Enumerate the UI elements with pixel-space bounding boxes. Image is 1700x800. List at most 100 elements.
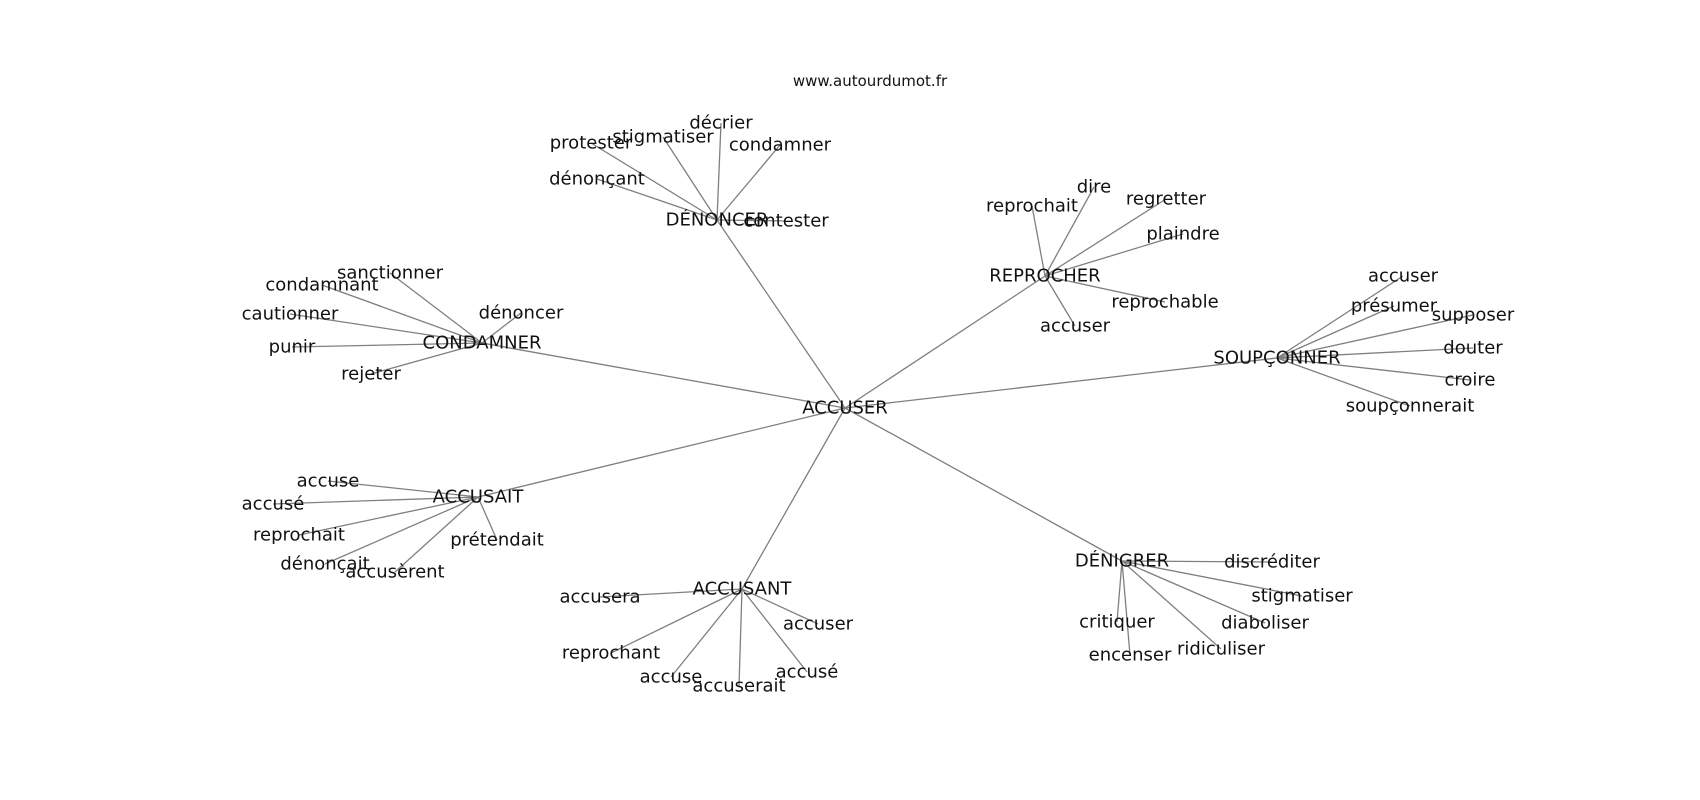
edge-accusait-denoncait (324, 496, 479, 565)
edge-accusait-accuserent (394, 496, 479, 573)
leaf-node-reprochable[interactable]: reprochable (1111, 292, 1218, 313)
edge-accusant-accuser (741, 588, 819, 625)
leaf-node-pretendait[interactable]: prétendait (450, 530, 544, 551)
leaf-node-accuse[interactable]: accuse (297, 471, 360, 492)
edge-reprocher-reprochait (1031, 205, 1046, 277)
leaf-node-accuserait[interactable]: accuserait (692, 676, 785, 697)
leaf-node-accuser[interactable]: accuser (783, 614, 854, 635)
leaf-node-accuserent[interactable]: accusèrent (345, 562, 444, 583)
edge-accusant-accuse (741, 588, 808, 673)
edge-accusait-reprochait (298, 496, 479, 536)
edge-soupconner-croire (1276, 357, 1471, 381)
leaf-node-denoncer[interactable]: dénoncer (479, 303, 564, 324)
leaf-node-cautionner[interactable]: cautionner (242, 304, 339, 325)
leaf-node-accuser[interactable]: accuser (1040, 316, 1111, 337)
leaf-node-reprochait[interactable]: reprochait (253, 525, 345, 546)
hub-node-soupconner[interactable]: SOUPÇONNER (1213, 348, 1340, 369)
leaf-node-accuse[interactable]: accuse (640, 667, 703, 688)
leaf-node-reprochant[interactable]: reprochant (562, 643, 660, 664)
edge-soupconner-accuser (1276, 275, 1404, 359)
hub-node-accusant[interactable]: ACCUSANT (693, 579, 793, 600)
leaf-node-stigmatiser[interactable]: stigmatiser (1251, 586, 1353, 607)
edge-root-denigrer (844, 407, 1123, 562)
edge-condamner-denoncer (481, 312, 522, 344)
edge-denoncer-stigmatiser (662, 136, 718, 221)
edge-denoncer-protester (590, 142, 718, 221)
edge-denigrer-encenser (1121, 560, 1131, 656)
hub-node-condamner[interactable]: CONDAMNER (423, 333, 542, 354)
edge-accusait-accuse (272, 496, 479, 505)
edge-accusant-reprochant (610, 588, 743, 654)
edge-condamner-sanctionner (389, 272, 483, 344)
edge-denoncer-denoncant (596, 178, 718, 221)
edge-reprocher-reprochable (1044, 275, 1166, 303)
hub-node-reprocher[interactable]: REPROCHER (989, 266, 1100, 287)
leaf-node-supposer[interactable]: supposer (1432, 305, 1515, 326)
leaf-node-critiquer[interactable]: critiquer (1079, 612, 1155, 633)
leaf-node-accuse[interactable]: accusé (242, 494, 305, 515)
edge-root-condamner (481, 342, 846, 409)
edge-soupconner-douter (1276, 347, 1474, 359)
leaf-node-presumer[interactable]: présumer (1351, 296, 1438, 317)
leaf-node-encenser[interactable]: encenser (1089, 645, 1172, 666)
leaf-node-sanctionner[interactable]: sanctionner (337, 263, 444, 284)
edge-accusait-pretendait (477, 496, 498, 541)
leaf-node-condamner[interactable]: condamner (729, 135, 832, 156)
leaf-node-accusera[interactable]: accusera (559, 587, 640, 608)
edge-denigrer-diaboliser (1121, 560, 1266, 624)
edge-reprocher-accuser (1044, 275, 1076, 327)
edge-soupconner-supposer (1276, 314, 1474, 359)
leaf-node-soupconnerait[interactable]: soupçonnerait (1346, 396, 1475, 417)
edge-reprocher-dire (1044, 186, 1095, 277)
leaf-node-rejeter[interactable]: rejeter (341, 364, 401, 385)
hub-node-denigrer[interactable]: DÉNIGRER (1075, 550, 1169, 572)
edge-denigrer-critiquer (1116, 560, 1123, 623)
edge-soupconner-presumer (1276, 305, 1395, 359)
leaf-node-condamnant[interactable]: condamnant (265, 275, 378, 296)
hub-node-accusait[interactable]: ACCUSAIT (433, 487, 525, 508)
leaf-node-croire[interactable]: croire (1445, 370, 1496, 391)
leaf-node-ridiculiser[interactable]: ridiculiser (1177, 639, 1266, 660)
edge-condamner-rejeter (370, 342, 483, 375)
leaf-node-regretter[interactable]: regretter (1126, 189, 1207, 210)
edge-denoncer-contester (716, 219, 787, 222)
edge-root-accusait (477, 407, 846, 498)
leaf-node-protester[interactable]: protester (550, 133, 633, 154)
leaf-node-accuse[interactable]: accusé (776, 662, 839, 683)
leaf-node-accuser[interactable]: accuser (1368, 266, 1439, 287)
edge-denigrer-stigmatiser (1121, 560, 1303, 597)
edge-accusant-accuserait (738, 588, 743, 687)
edge-denoncer-condamner (716, 144, 781, 221)
leaf-node-douter[interactable]: douter (1443, 338, 1503, 359)
edge-root-soupconner (844, 357, 1278, 409)
edge-condamner-condamnant (321, 284, 483, 344)
hub-node-denoncer[interactable]: DÉNONCER (666, 209, 769, 231)
leaf-node-diaboliser[interactable]: diaboliser (1221, 613, 1309, 634)
edge-condamner-cautionner (289, 313, 483, 344)
edge-accusait-accuse (327, 480, 479, 498)
leaf-node-denoncant[interactable]: dénonçant (549, 169, 645, 190)
leaf-node-decrier[interactable]: décrier (689, 113, 753, 134)
edge-reprocher-plaindre (1044, 233, 1184, 277)
edge-denigrer-discrediter (1121, 560, 1273, 563)
leaf-node-contester[interactable]: contester (743, 211, 829, 232)
leaf-node-plaindre[interactable]: plaindre (1146, 224, 1219, 245)
leaf-node-discrediter[interactable]: discréditer (1224, 552, 1320, 573)
edge-reprocher-regretter (1044, 198, 1167, 277)
site-watermark: www.autourdumot.fr (792, 72, 948, 90)
edge-root-reprocher (844, 275, 1046, 409)
edge-denoncer-decrier (716, 122, 722, 221)
edge-root-accusant (741, 407, 846, 590)
edge-denigrer-ridiculiser (1121, 560, 1222, 650)
leaf-node-punir[interactable]: punir (269, 337, 316, 358)
leaf-node-stigmatiser[interactable]: stigmatiser (612, 127, 714, 148)
leaf-node-dire[interactable]: dire (1077, 177, 1112, 198)
edge-soupconner-soupconnerait (1276, 357, 1411, 407)
edge-condamner-punir (291, 342, 483, 348)
root-node-accuser[interactable]: ACCUSER (802, 398, 888, 419)
edge-accusant-accuse (670, 588, 743, 678)
leaf-node-reprochait[interactable]: reprochait (986, 196, 1078, 217)
leaf-node-denoncait[interactable]: dénonçait (280, 554, 369, 575)
